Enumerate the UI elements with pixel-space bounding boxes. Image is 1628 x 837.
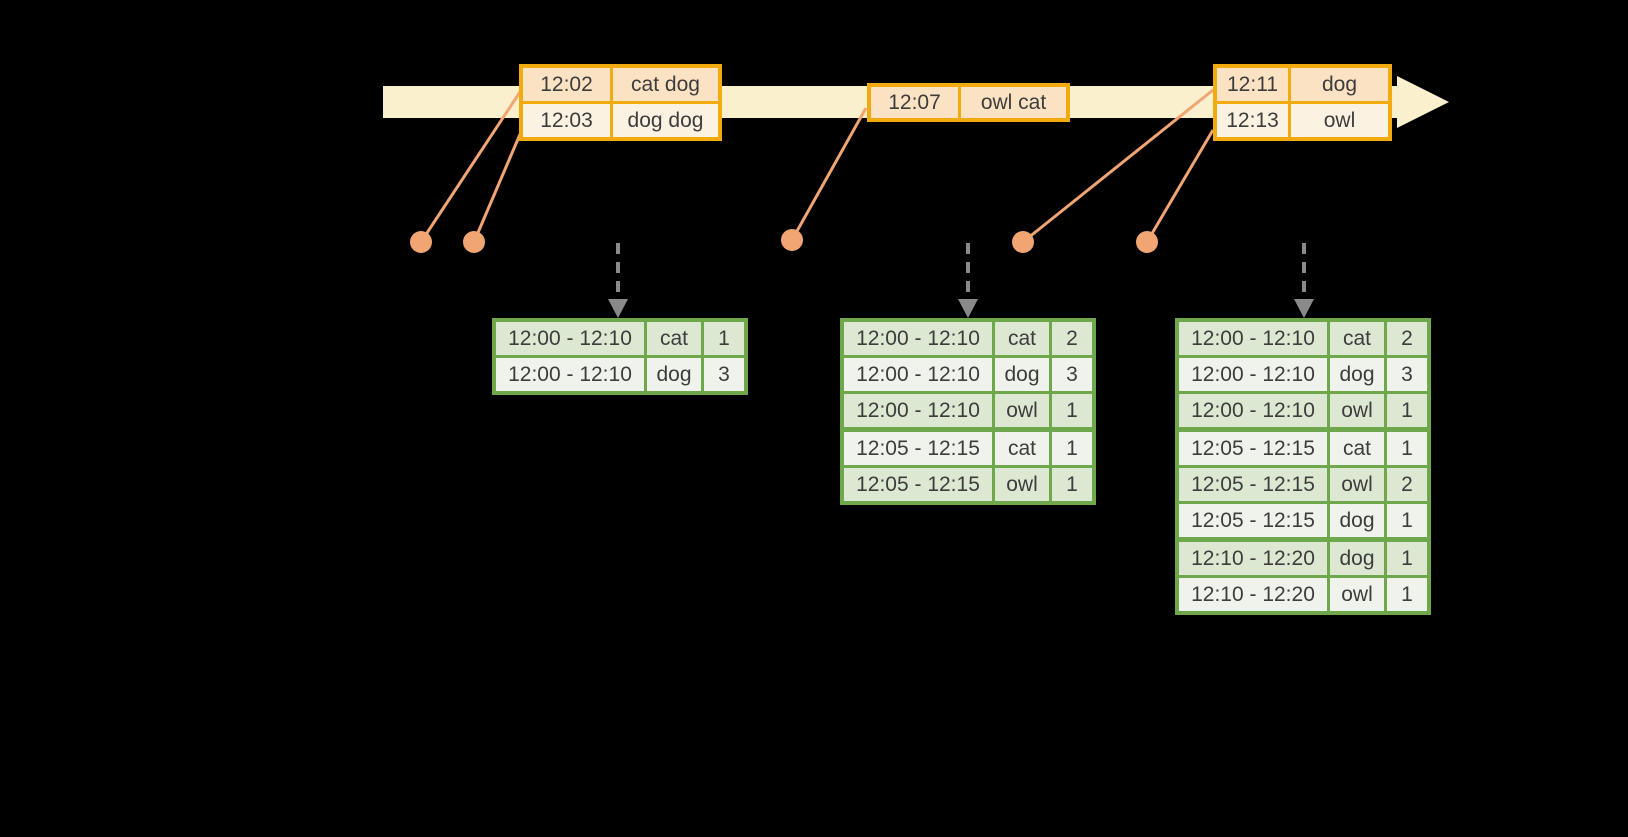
word-cell: owl (1330, 468, 1384, 501)
word-cell: dog (995, 358, 1049, 391)
count-cell: 1 (1052, 468, 1092, 501)
count-cell: 1 (1052, 432, 1092, 465)
window-cell: 12:05 - 12:15 (1179, 504, 1327, 537)
event-connector-line (790, 107, 868, 241)
count-cell: 2 (1387, 468, 1427, 501)
count-cell: 1 (1052, 394, 1092, 427)
window-cell: 12:00 - 12:10 (844, 322, 992, 355)
word-cell: dog (1330, 358, 1384, 391)
words-cell: owl (1291, 104, 1388, 137)
count-cell: 1 (1387, 542, 1427, 575)
event-marker-icon (1136, 231, 1158, 253)
word-cell: dog (1330, 504, 1384, 537)
time-cell: 12:03 (523, 104, 610, 137)
window-cell: 12:00 - 12:10 (844, 394, 992, 427)
count-cell: 1 (1387, 504, 1427, 537)
window-cell: 12:05 - 12:15 (844, 432, 992, 465)
words-cell: cat dog (613, 68, 718, 101)
window-cell: 12:05 - 12:15 (844, 468, 992, 501)
trigger-arrow-icon (608, 243, 628, 318)
time-cell: 12:02 (523, 68, 610, 101)
count-cell: 3 (704, 358, 744, 391)
event-marker-icon (1012, 231, 1034, 253)
window-cell: 12:10 - 12:20 (1179, 542, 1327, 575)
word-cell: cat (1330, 322, 1384, 355)
window-cell: 12:00 - 12:10 (1179, 358, 1327, 391)
time-cell: 12:13 (1217, 104, 1288, 137)
count-cell: 3 (1387, 358, 1427, 391)
window-cell: 12:00 - 12:10 (496, 358, 644, 391)
count-cell: 3 (1052, 358, 1092, 391)
window-cell: 12:05 - 12:15 (1179, 432, 1327, 465)
word-cell: owl (1330, 394, 1384, 427)
count-cell: 1 (1387, 394, 1427, 427)
trigger-arrow-icon (958, 243, 978, 318)
event-connector-line (1145, 129, 1215, 243)
words-cell: owl cat (961, 87, 1066, 118)
word-cell: dog (647, 358, 701, 391)
event-marker-icon (781, 229, 803, 251)
count-cell: 1 (1387, 578, 1427, 611)
word-cell: cat (647, 322, 701, 355)
word-cell: owl (1330, 578, 1384, 611)
count-cell: 1 (704, 322, 744, 355)
word-cell: cat (995, 322, 1049, 355)
words-cell: dog (1291, 68, 1388, 101)
event-connector-line (1022, 88, 1214, 244)
word-cell: owl (995, 394, 1049, 427)
word-cell: dog (1330, 542, 1384, 575)
count-cell: 1 (1387, 432, 1427, 465)
window-cell: 12:00 - 12:10 (496, 322, 644, 355)
word-cell: cat (1330, 432, 1384, 465)
event-marker-icon (463, 231, 485, 253)
count-cell: 2 (1387, 322, 1427, 355)
word-cell: cat (995, 432, 1049, 465)
words-cell: dog dog (613, 104, 718, 137)
event-marker-icon (410, 231, 432, 253)
event-connector-line (472, 131, 523, 243)
count-cell: 2 (1052, 322, 1092, 355)
window-cell: 12:00 - 12:10 (1179, 322, 1327, 355)
window-cell: 12:00 - 12:10 (844, 358, 992, 391)
window-cell: 12:05 - 12:15 (1179, 468, 1327, 501)
window-cell: 12:10 - 12:20 (1179, 578, 1327, 611)
trigger-arrow-icon (1294, 243, 1314, 318)
time-cell: 12:11 (1217, 68, 1288, 101)
time-cell: 12:07 (871, 87, 958, 118)
timeline-arrowhead-icon (1397, 76, 1449, 128)
event-connector-line (419, 91, 522, 243)
window-cell: 12:00 - 12:10 (1179, 394, 1327, 427)
word-cell: owl (995, 468, 1049, 501)
